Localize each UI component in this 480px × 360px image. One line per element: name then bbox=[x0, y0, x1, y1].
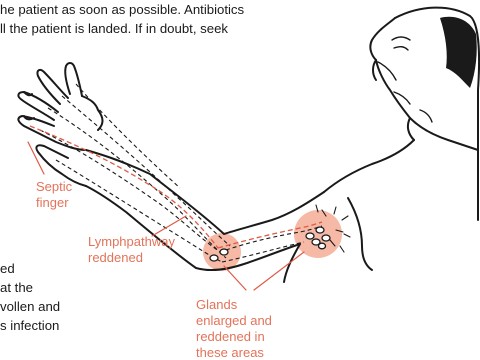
armpit-gland-highlight bbox=[294, 210, 342, 258]
lymph-pathway-leader bbox=[152, 216, 186, 236]
face-details bbox=[378, 37, 432, 122]
paragraph-line-4: at the bbox=[0, 278, 33, 297]
paragraph-line-2: ll the patient is landed. If in doubt, s… bbox=[0, 19, 228, 38]
lymph-vessels bbox=[40, 84, 322, 262]
hair-shading bbox=[440, 17, 477, 88]
paragraph-line-3: ed bbox=[0, 259, 15, 278]
paragraph-line-5: vollen and bbox=[0, 297, 60, 316]
glands-label: Glands enlarged and reddened in these ar… bbox=[196, 297, 294, 360]
lymph-pathway-label: Lymphpathway reddened bbox=[88, 234, 178, 266]
septic-finger-label: Septic finger bbox=[36, 179, 86, 211]
paragraph-line-6: s infection bbox=[0, 316, 59, 335]
label-leaders bbox=[28, 142, 304, 290]
glands-leader-elbow bbox=[224, 266, 246, 290]
paragraph-line-1: he patient as soon as possible. Antibiot… bbox=[0, 0, 244, 19]
